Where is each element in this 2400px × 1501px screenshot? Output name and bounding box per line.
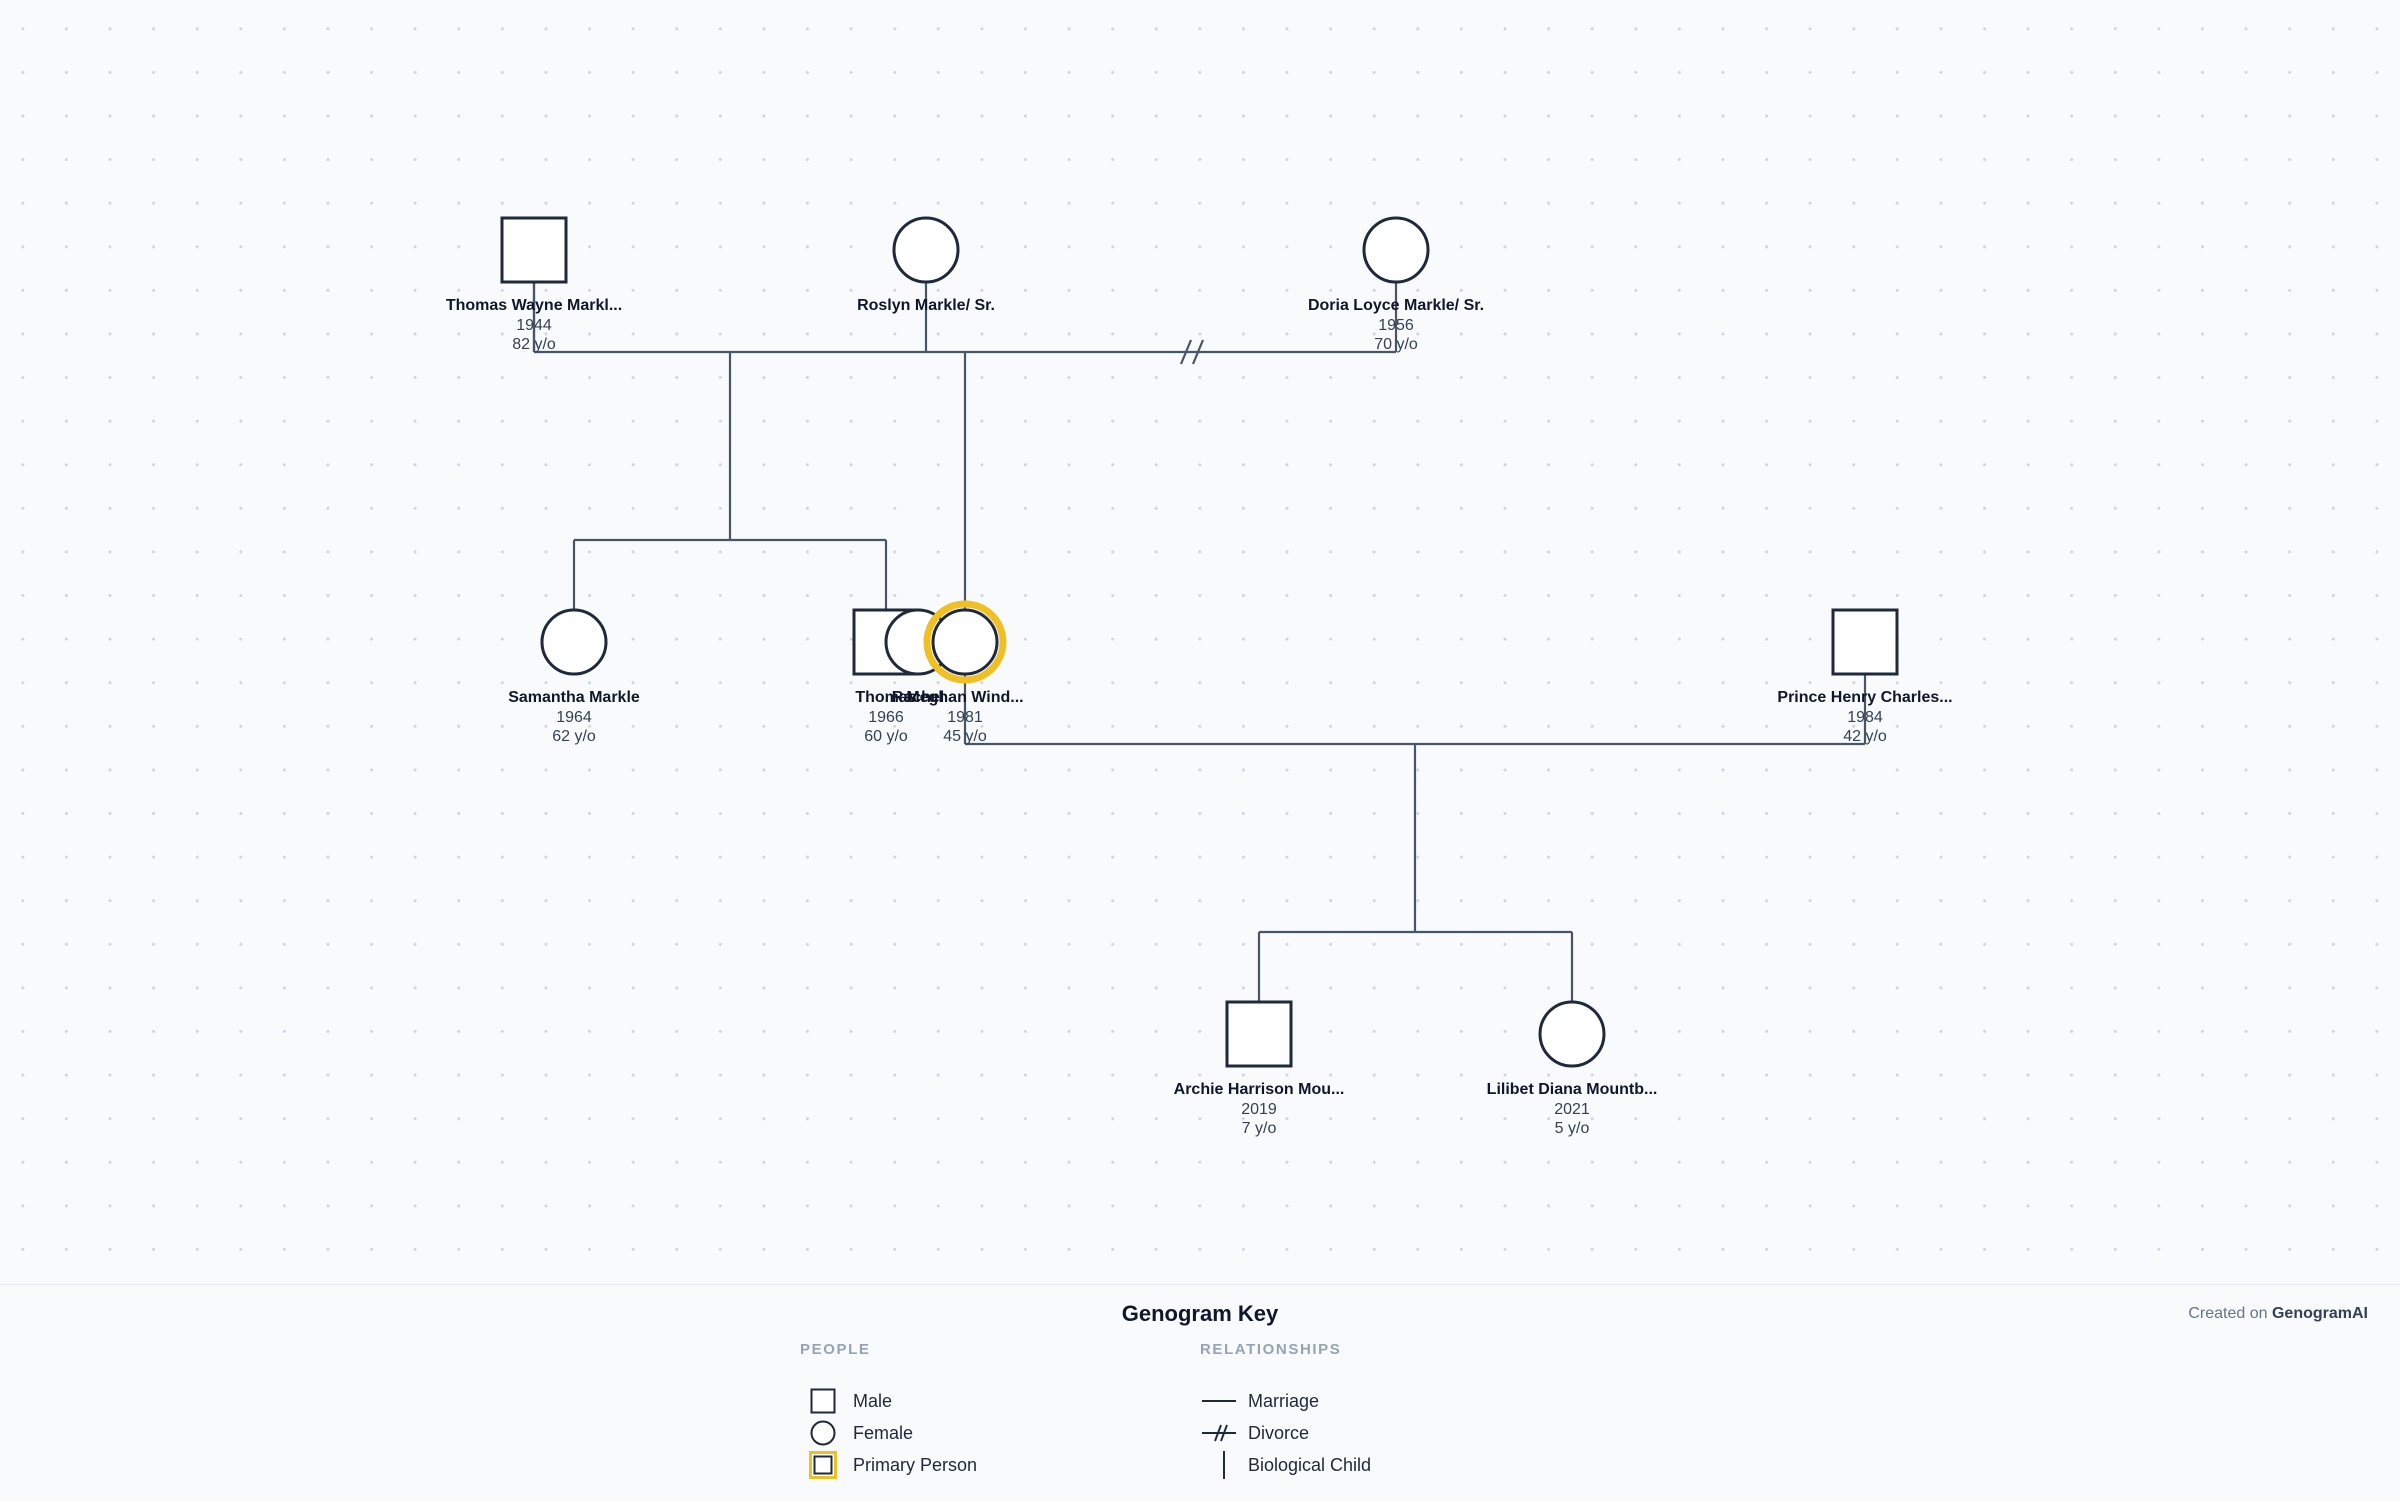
- key-item-primary: Primary Person: [805, 1451, 978, 1479]
- male-person-node[interactable]: [1225, 1000, 1293, 1068]
- male-square-icon: [805, 1388, 841, 1414]
- female-person-node[interactable]: [1538, 1000, 1606, 1068]
- person-birth-year: 1964: [556, 709, 592, 726]
- genogram-key-panel: Genogram Key PEOPLE RELATIONSHIPS Male F…: [0, 1284, 2400, 1501]
- person-age: 62 y/o: [552, 728, 596, 745]
- divorce-marker: [1179, 339, 1193, 365]
- key-item-male: Male: [805, 1388, 892, 1414]
- person-name: Meghan Wind...: [906, 689, 1023, 706]
- person-birth-year: 2021: [1554, 1101, 1590, 1118]
- key-item-divorce: Divorce: [1200, 1420, 1309, 1446]
- person-age: 5 y/o: [1555, 1120, 1590, 1137]
- person-name: Samantha Markle: [508, 689, 640, 706]
- person-birth-year: 1944: [516, 317, 552, 334]
- key-primary-label: Primary Person: [853, 1454, 978, 1475]
- person-age: 70 y/o: [1374, 336, 1418, 353]
- person-birth-year: 2019: [1241, 1101, 1277, 1118]
- created-on-credit[interactable]: Created on GenogramAI: [2188, 1305, 2368, 1323]
- person-age: 45 y/o: [943, 728, 987, 745]
- divorce-marker: [1191, 339, 1205, 365]
- person-birth-year: 1966: [868, 709, 904, 726]
- female-person-node[interactable]: [931, 608, 999, 676]
- female-person-node[interactable]: [892, 216, 960, 284]
- person-name: Thomas: [855, 689, 916, 706]
- person-nodes: [500, 216, 1899, 1068]
- male-person-node[interactable]: [1831, 608, 1899, 676]
- person-birth-year: 1981: [947, 709, 983, 726]
- credit-brand: GenogramAI: [2271, 1305, 2368, 1322]
- person-name: Lilibet Diana Mountb...: [1487, 1081, 1658, 1098]
- relationship-lines: [532, 282, 1867, 1002]
- male-person-node[interactable]: [500, 216, 568, 284]
- key-title: Genogram Key: [1121, 1301, 1279, 1326]
- child-line-icon: [1200, 1451, 1236, 1479]
- primary-person-icon: [805, 1451, 841, 1479]
- key-marriage-label: Marriage: [1248, 1390, 1320, 1411]
- primary-person-ring: [923, 600, 1007, 684]
- person-name: Thomas Wayne Markl...: [446, 297, 622, 314]
- genogram-canvas[interactable]: Thomas Wayne Markl... 1944 82 y/o Roslyn Ma…: [0, 0, 2400, 1284]
- key-male-label: Male: [853, 1390, 893, 1411]
- key-people-heading: PEOPLE: [800, 1341, 871, 1358]
- female-person-node[interactable]: [1362, 216, 1430, 284]
- marriage-line-icon: [1200, 1388, 1236, 1414]
- person-age: 82 y/o: [512, 336, 556, 353]
- person-name: Doria Loyce Markle/ Sr.: [1308, 297, 1484, 314]
- key-item-marriage: Marriage: [1200, 1388, 1319, 1414]
- person-name: Archie Harrison Mou...: [1174, 1081, 1345, 1098]
- key-item-female: Female: [805, 1420, 913, 1446]
- female-circle-icon: [805, 1420, 841, 1446]
- genogram-diagram: Thomas Wayne Markl... 1944 82 y/o Roslyn Ma…: [446, 216, 1953, 1137]
- key-relationships-heading: RELATIONSHIPS: [1200, 1341, 1342, 1358]
- person-labels: Thomas Wayne Markl... 1944 82 y/o Roslyn Ma…: [446, 297, 1953, 1137]
- person-name: Rachel: [892, 689, 944, 706]
- person-name: Prince Henry Charles...: [1777, 689, 1952, 706]
- person-birth-year: 1984: [1847, 709, 1883, 726]
- person-age: 7 y/o: [1242, 1120, 1277, 1137]
- key-female-label: Female: [853, 1422, 914, 1443]
- key-item-child: Biological Child: [1200, 1451, 1372, 1479]
- person-birth-year: 1956: [1378, 317, 1414, 334]
- person-name: Roslyn Markle/ Sr.: [857, 297, 995, 314]
- person-age: 60 y/o: [864, 728, 908, 745]
- key-child-label: Biological Child: [1248, 1454, 1372, 1475]
- person-age: 42 y/o: [1843, 728, 1887, 745]
- credit-prefix: Created on: [2188, 1305, 2268, 1322]
- divorce-line-icon: [1200, 1420, 1236, 1446]
- female-person-node[interactable]: [540, 608, 608, 676]
- key-divorce-label: Divorce: [1248, 1422, 1310, 1443]
